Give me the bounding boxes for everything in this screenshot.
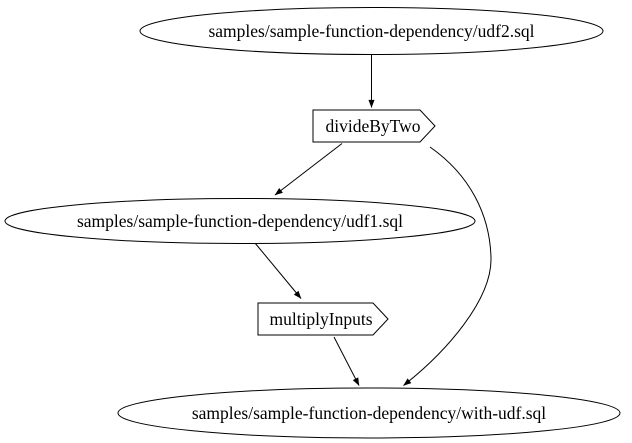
node-dividebytwo: divideByTwo [312,109,436,143]
node-udf2: samples/sample-function-dependency/udf2.… [139,7,604,55]
node-multiplyinputs-cds-shape [257,302,389,336]
node-dividebytwo-label: divideByTwo [325,116,420,136]
edge-dividebytwo-to-udf1 [274,143,343,196]
edge-group [254,55,492,386]
node-multiplyinputs-label: multiplyInputs [269,309,372,329]
node-withudf-label: samples/sample-function-dependency/with-… [192,403,546,423]
node-multiplyinputs: multiplyInputs [257,302,389,336]
edge-dividebytwo-to-withudf [403,146,492,386]
node-dividebytwo-cds-shape [312,109,436,143]
node-withudf: samples/sample-function-dependency/with-… [117,387,621,439]
node-withudf-ellipse [117,387,621,439]
node-udf2-ellipse [139,7,604,55]
node-udf1-label: samples/sample-function-dependency/udf1.… [77,211,403,231]
node-group: samples/sample-function-dependency/udf2.… [4,7,621,439]
node-udf2-label: samples/sample-function-dependency/udf2.… [208,21,534,41]
node-udf1: samples/sample-function-dependency/udf1.… [4,198,476,244]
node-udf1-ellipse [4,198,476,244]
edge-udf1-to-multiplyinputs [254,242,302,299]
edge-multiplyinputs-to-withudf [333,336,360,386]
